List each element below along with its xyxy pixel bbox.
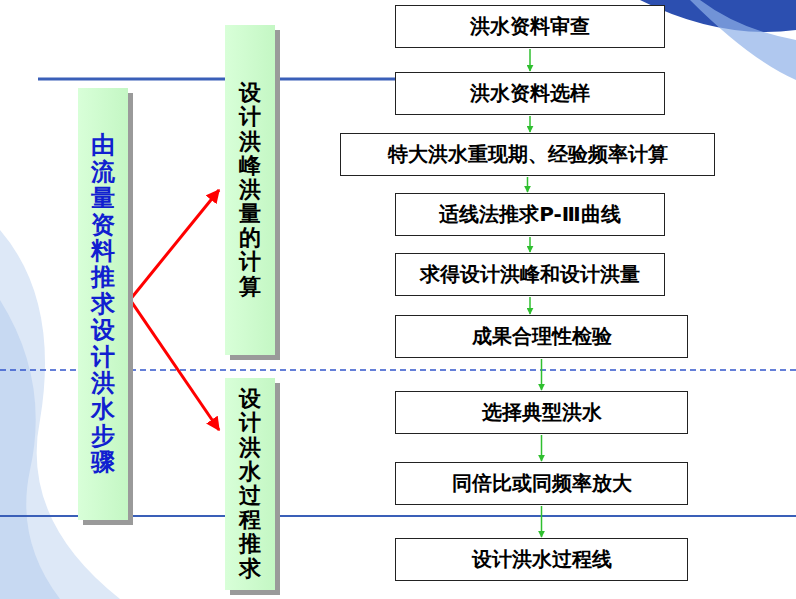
process-box: 求得设计洪峰和设计洪量 (395, 253, 665, 296)
node-label: 洪水资料选样 (470, 80, 590, 107)
flow-arrow (541, 435, 543, 461)
branch-arrow (130, 300, 219, 430)
branch-column: 设计洪峰洪量的计算 (225, 25, 275, 355)
node-label: 求得设计洪峰和设计洪量 (420, 261, 640, 288)
node-label: 特大洪水重现期、经验频率计算 (388, 141, 668, 168)
node-label: 选择典型洪水 (482, 399, 602, 426)
node-label: 由流量资料推求设计洪水步骤 (91, 132, 115, 475)
node-label: 设计洪水过程推求 (239, 387, 261, 581)
node-label: 设计洪峰洪量的计算 (239, 81, 261, 299)
flow-arrow (529, 237, 531, 252)
node-label: 成果合理性检验 (472, 323, 612, 350)
flow-arrow (541, 359, 543, 390)
process-box: 洪水资料选样 (395, 72, 665, 115)
process-box: 设计洪水过程线 (395, 538, 688, 581)
corner-swoosh (0, 300, 60, 599)
branch-arrow (130, 190, 219, 300)
node-label: 洪水资料审查 (470, 13, 590, 40)
flow-arrow (529, 297, 531, 314)
process-box: 洪水资料审查 (395, 5, 665, 48)
process-box: 特大洪水重现期、经验频率计算 (340, 133, 715, 176)
node-label: 适线法推求P-Ⅲ曲线 (439, 201, 621, 228)
node-label: 同倍比或同频率放大 (452, 470, 632, 497)
flow-arrow (527, 177, 529, 192)
process-box: 同倍比或同频率放大 (395, 462, 688, 505)
title-column: 由流量资料推求设计洪水步骤 (78, 88, 128, 520)
flow-arrow (529, 116, 531, 132)
process-box: 适线法推求P-Ⅲ曲线 (395, 193, 665, 236)
process-box: 成果合理性检验 (395, 315, 688, 358)
branch-column: 设计洪水过程推求 (225, 378, 275, 590)
node-label: 设计洪水过程线 (472, 546, 612, 573)
process-box: 选择典型洪水 (395, 391, 688, 434)
flow-arrow (529, 49, 531, 71)
corner-swoosh (690, 0, 796, 80)
flow-arrow (541, 506, 543, 537)
rule-line (38, 78, 400, 81)
